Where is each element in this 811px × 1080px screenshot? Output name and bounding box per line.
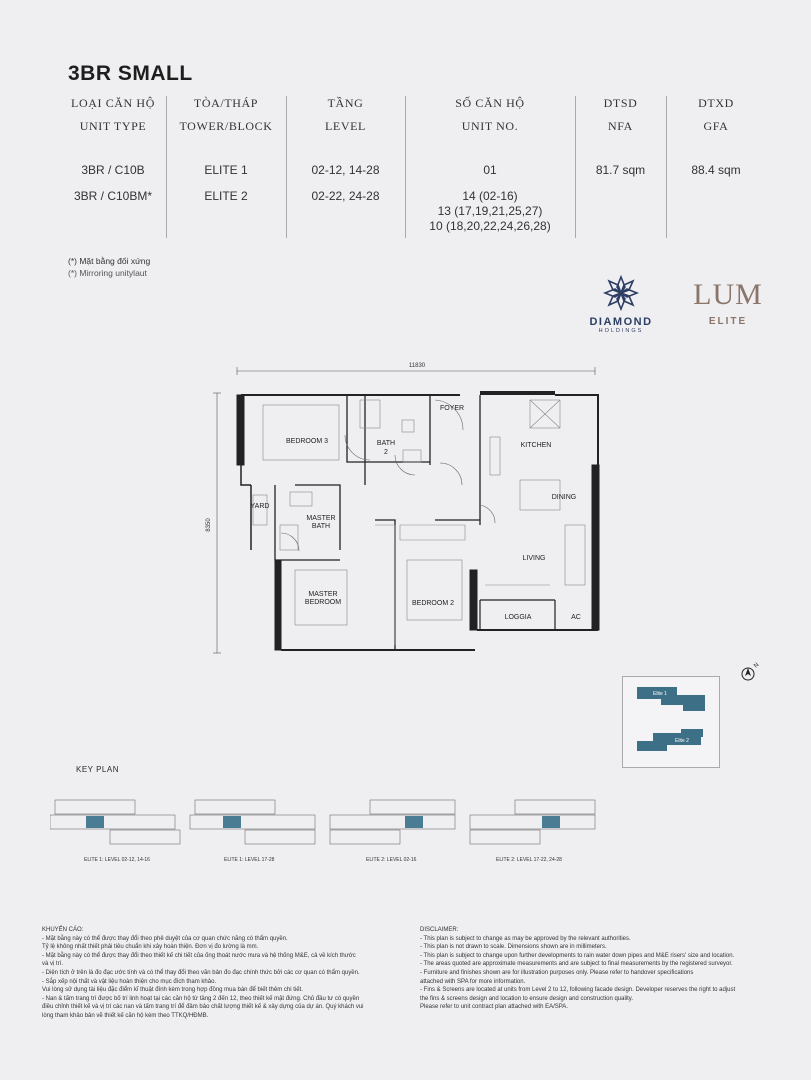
cell-unit-2: 14 (02-16) 13 (17,19,21,25,27) 10 (18,20… — [429, 189, 551, 233]
floor-plan: 11830 8350 — [206, 363, 600, 654]
key-caption-4: ELITE 2: LEVEL 17-22, 24-28 — [496, 857, 562, 863]
cell-tower-1: ELITE 1 — [204, 163, 248, 177]
room-bedroom-2: BEDROOM 2 — [412, 600, 454, 607]
note-vi: (*) Mặt bằng đối xứng — [68, 256, 151, 266]
key-caption-2: ELITE 1: LEVEL 17-28 — [224, 857, 275, 863]
disclaimer-vi: KHUYẾN CÁO: - Mặt bằng này có thể được t… — [42, 927, 364, 1019]
cell-tower-2: ELITE 2 — [204, 189, 248, 203]
site-elite-1: Elite 1 — [653, 691, 667, 697]
cell-gfa: 88.4 sqm — [691, 163, 741, 177]
lum-sub: ELITE — [708, 316, 748, 327]
cell-type-1: 3BR / C10B — [81, 163, 145, 177]
room-living: LIVING — [523, 555, 546, 562]
diamond-name: DIAMOND — [589, 316, 653, 328]
room-ac: AC — [571, 614, 581, 621]
room-yard: YARD — [251, 503, 270, 510]
cell-unit-1: 01 — [483, 163, 497, 177]
lum-wordmark: LUM — [693, 278, 763, 311]
cell-nfa: 81.7 sqm — [595, 163, 646, 177]
room-master-bath-b: BATH — [312, 523, 330, 530]
room-bedroom-3: BEDROOM 3 — [286, 438, 328, 445]
room-kitchen: KITCHEN — [521, 442, 552, 449]
north-label: N — [753, 662, 760, 669]
north-arrow-icon: N — [741, 662, 760, 681]
diamond-flower-icon — [602, 274, 640, 312]
room-dining: DINING — [552, 494, 577, 501]
lum-elite-logo: LUM ELITE — [688, 278, 768, 327]
key-plan-diagrams — [50, 799, 596, 845]
room-loggia: LOGGIA — [505, 614, 532, 621]
site-elite-2: Elite 2 — [675, 738, 689, 744]
disclaimer-en: DISCLAIMER: - This plan is subject to ch… — [420, 927, 736, 1011]
cell-level-2: 02-22, 24-28 — [311, 189, 380, 203]
site-plan: Elite 1 Elite 2 — [622, 676, 720, 768]
room-bath-2-a: BATH — [377, 440, 395, 447]
note-en: (*) Mirroring unitylaut — [68, 268, 147, 278]
room-foyer: FOYER — [440, 405, 464, 412]
room-master-bath-a: MASTER — [306, 515, 335, 522]
room-bath-2-b: 2 — [384, 449, 388, 456]
diamond-sub: HOLDINGS — [598, 328, 644, 334]
cell-level-1: 02-12, 14-28 — [311, 163, 380, 177]
key-plan-label: KEY PLAN — [76, 765, 119, 774]
room-master-bedroom-a: MASTER — [308, 591, 337, 598]
page-title: 3BR SMALL — [68, 62, 193, 85]
key-caption-1: ELITE 1: LEVEL 02-12, 14-16 — [84, 857, 150, 863]
diamond-holdings-logo: DIAMOND HOLDINGS — [580, 274, 662, 334]
cell-type-2: 3BR / C10BM* — [73, 189, 153, 203]
dim-height: 8350 — [206, 518, 212, 532]
room-master-bedroom-b: BEDROOM — [305, 599, 341, 606]
key-caption-3: ELITE 2: LEVEL 02-16 — [366, 857, 417, 863]
dim-width: 11830 — [409, 363, 426, 369]
